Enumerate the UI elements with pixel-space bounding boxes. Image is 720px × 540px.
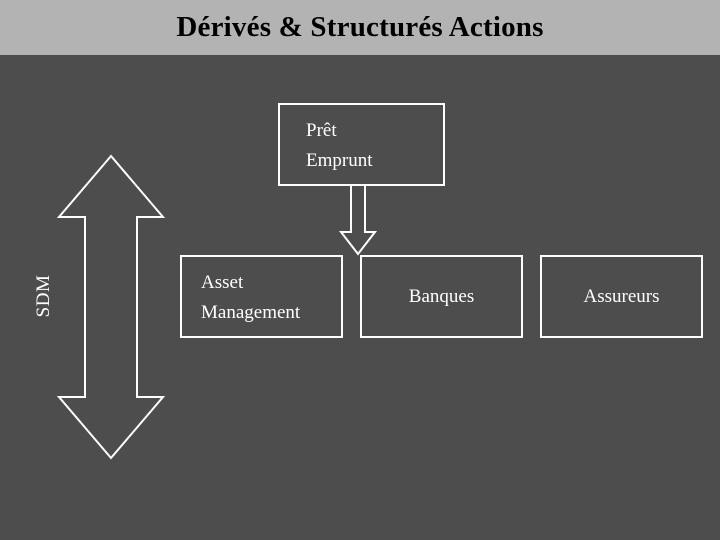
box-assureurs-label: Assureurs	[583, 285, 660, 307]
double-headed-arrow-icon	[56, 154, 166, 460]
sdm-axis-label: SDM	[33, 274, 54, 318]
box-asset-management[interactable]: Asset Management	[180, 255, 343, 338]
box-asset-management-label: Asset Management	[201, 272, 301, 323]
box-banques[interactable]: Banques	[360, 255, 523, 338]
box-pret-emprunt[interactable]: Prêt Emprunt	[278, 103, 445, 186]
page-title: Dérivés & Structurés Actions	[176, 11, 544, 43]
box-banques-label: Banques	[408, 285, 475, 307]
down-arrow-icon	[338, 184, 378, 256]
box-pret-emprunt-label: Prêt Emprunt	[306, 120, 373, 171]
title-band	[0, 0, 720, 55]
box-assureurs[interactable]: Assureurs	[540, 255, 703, 338]
